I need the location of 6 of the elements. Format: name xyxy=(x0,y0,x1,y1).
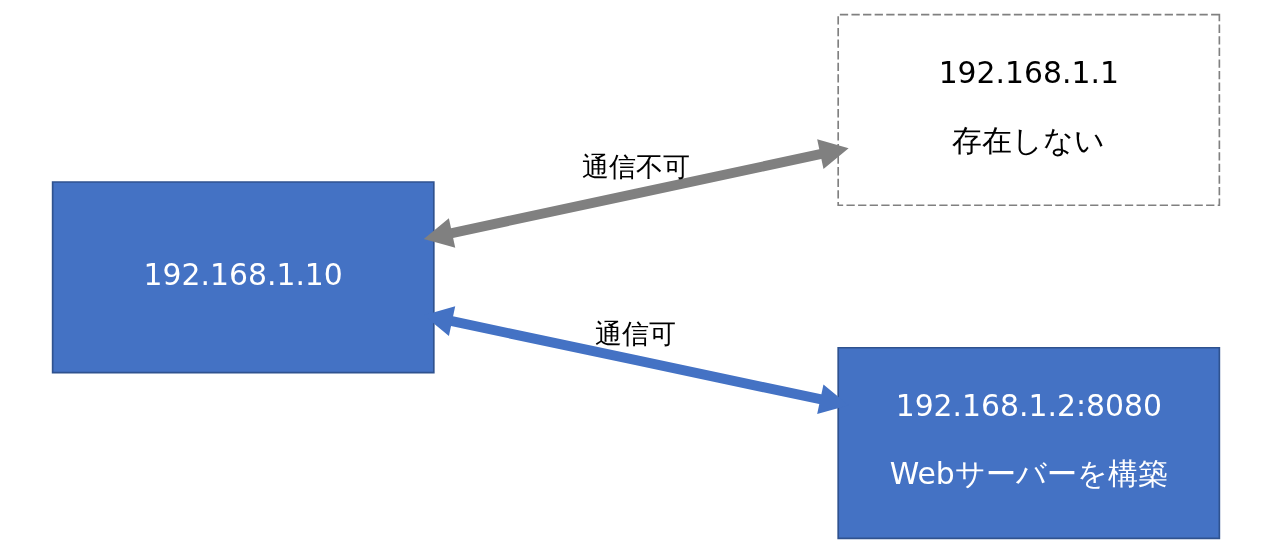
arrow xyxy=(423,139,849,248)
edge-label: 通信不可 xyxy=(582,150,690,182)
node-box: 192.168.1.1 存在しない xyxy=(837,13,1221,207)
node-box: 192.168.1.10 xyxy=(51,181,435,374)
node-box: 192.168.1.2:8080 Webサーバーを構築 xyxy=(837,346,1221,540)
edge-label: 通信可 xyxy=(595,318,677,350)
